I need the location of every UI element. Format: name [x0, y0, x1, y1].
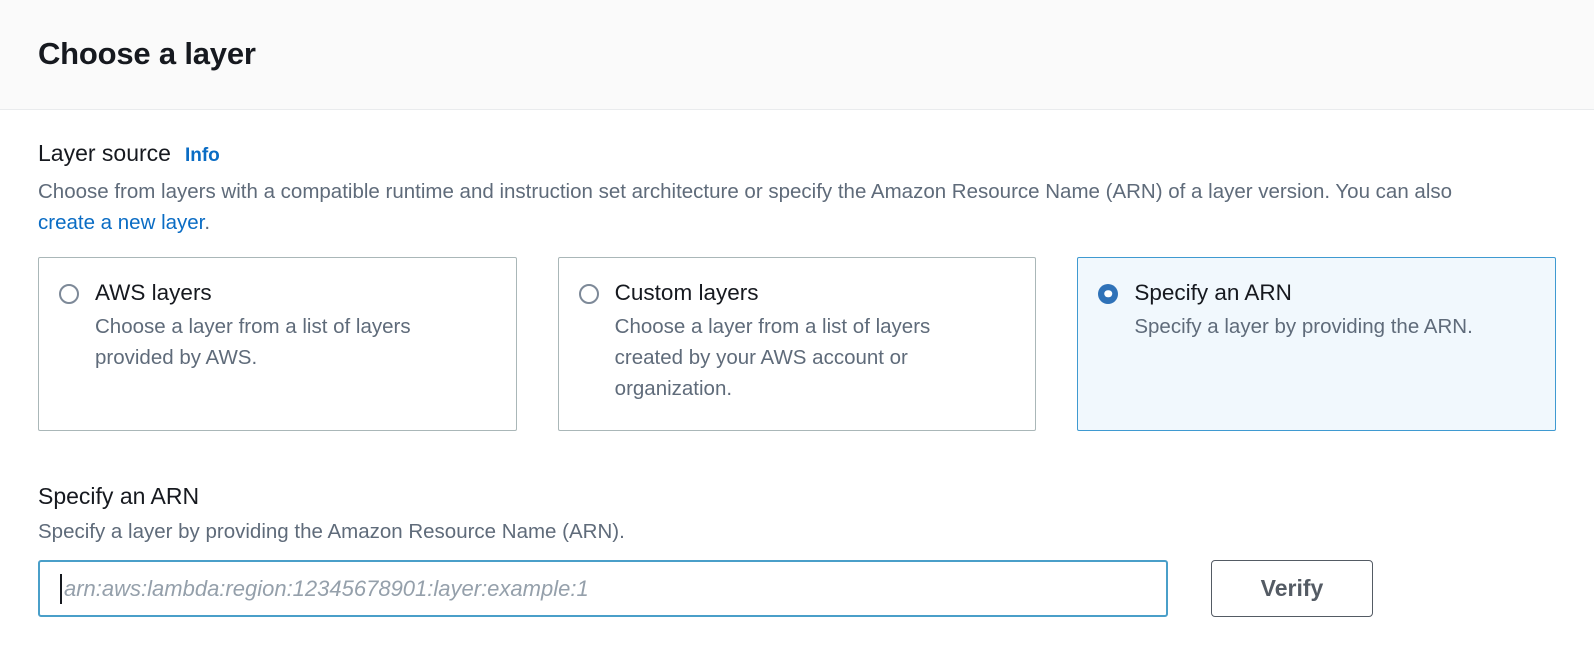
radio-icon-aws-layers[interactable] [59, 283, 79, 304]
layer-source-option-aws-layers[interactable]: AWS layers Choose a layer from a list of… [38, 256, 517, 431]
layer-source-radio-group: AWS layers Choose a layer from a list of… [38, 256, 1557, 431]
radio-icon-custom-layers[interactable] [578, 283, 599, 304]
layer-source-description: Choose from layers with a compatible run… [38, 176, 1478, 238]
layer-source-option-aws-layers-description: Choose a layer from a list of layers pro… [95, 314, 411, 369]
arn-input[interactable] [38, 560, 1168, 618]
layer-source-option-aws-layers-text: AWS layers Choose a layer from a list of… [95, 278, 455, 412]
radio-icon-specify-an-arn[interactable] [1098, 283, 1119, 304]
layer-source-option-aws-layers-title: AWS layers [95, 279, 212, 305]
layer-source-option-custom-layers-text: Custom layers Choose a layer from a list… [615, 278, 975, 412]
verify-button[interactable]: Verify [1211, 560, 1373, 618]
modal-body: Layer source Info Choose from layers wit… [0, 110, 1594, 618]
arn-input-row: Verify [38, 560, 1556, 618]
arn-section-description: Specify a layer by providing the Amazon … [38, 520, 625, 544]
layer-source-label-row: Layer source Info [38, 140, 1556, 168]
modal-header: Choose a layer [0, 0, 1594, 110]
layer-source-description-text-before: Choose from layers with a compatible run… [38, 179, 1453, 203]
layer-source-option-specify-an-arn-text: Specify an ARN Specify a layer by provid… [1134, 278, 1472, 412]
arn-input-wrapper [38, 560, 1168, 618]
layer-source-label: Layer source [38, 140, 171, 166]
layer-source-option-custom-layers[interactable]: Custom layers Choose a layer from a list… [557, 256, 1037, 431]
text-cursor-icon [60, 574, 62, 605]
info-link[interactable]: Info [184, 145, 220, 166]
create-a-new-layer-link[interactable]: create a new layer [38, 210, 205, 234]
layer-source-option-specify-an-arn[interactable]: Specify an ARN Specify a layer by provid… [1077, 256, 1557, 431]
arn-section: Specify an ARN Specify a layer by provid… [38, 483, 1556, 618]
layer-source-option-specify-an-arn-title: Specify an ARN [1134, 279, 1292, 305]
page-title: Choose a layer [38, 36, 256, 72]
layer-source-option-custom-layers-description: Choose a layer from a list of layers cre… [614, 314, 931, 400]
layer-source-option-custom-layers-title: Custom layers [614, 279, 759, 305]
arn-section-heading: Specify an ARN [38, 482, 200, 509]
layer-source-description-text-after: . [204, 210, 211, 234]
layer-source-option-specify-an-arn-description: Specify a layer by providing the ARN. [1134, 314, 1473, 338]
